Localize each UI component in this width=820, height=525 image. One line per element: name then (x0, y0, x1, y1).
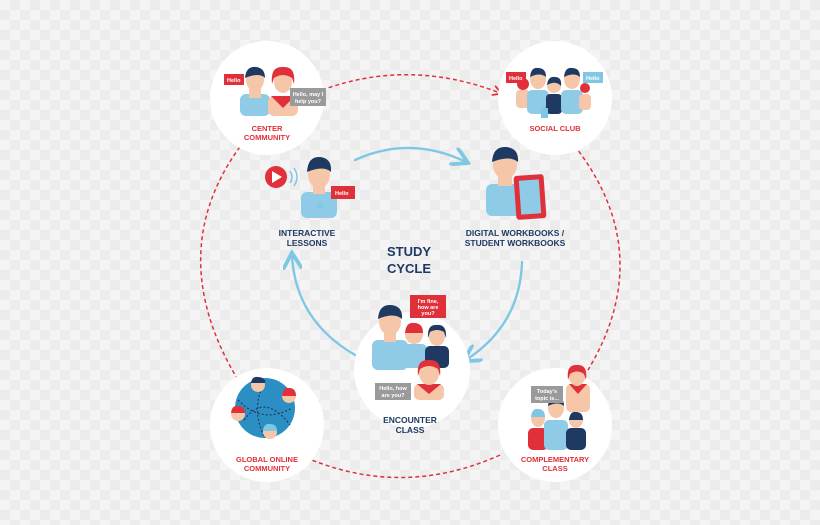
person-icon (414, 359, 444, 400)
global-online-label-line1: GLOBAL ONLINE (236, 455, 298, 464)
study-cycle-title-line1: STUDY (387, 244, 431, 259)
person-icon (425, 324, 449, 368)
workbooks-label-line1: DIGITAL WORKBOOKS / (466, 228, 565, 238)
speech-bubble: Hello (506, 72, 526, 83)
encounter-class-label-line2: CLASS (396, 425, 425, 435)
complementary-node: Today's topic is... COMPLEMENTARY CLASS (521, 364, 590, 473)
complementary-label-line1: COMPLEMENTARY (521, 455, 589, 464)
global-online-label-line2: COMMUNITY (244, 464, 290, 473)
person-icon (301, 156, 337, 218)
arrow-workbooks-to-encounter (466, 260, 524, 360)
teacher-icon (566, 364, 590, 412)
bubble-text: topic is... (535, 396, 559, 402)
bubble-text: help you? (295, 99, 322, 105)
connector-global-to-center (199, 139, 246, 381)
person-icon (372, 304, 408, 370)
tablet-icon (513, 174, 547, 220)
workbooks-step: DIGITAL WORKBOOKS / STUDENT WORKBOOKS (465, 146, 566, 248)
speech-bubble: Hello (583, 72, 603, 83)
bubble-text: are you? (382, 393, 406, 399)
bubble-text: Hello (586, 76, 600, 82)
encounter-class-label-line1: ENCOUNTER (383, 415, 437, 425)
center-community-label-line1: CENTER (252, 124, 283, 133)
bubble-text: Hello, may I (293, 92, 324, 98)
bubble-text: Hello (227, 78, 241, 84)
arrow-interactive-to-workbooks (353, 146, 466, 162)
connector-social-to-complementary (569, 139, 621, 371)
students-group-icon (528, 396, 586, 450)
bubble-text: Hello (335, 191, 349, 197)
person-icon (401, 322, 427, 368)
speech-bubble: Hello, may I help you? (290, 88, 326, 106)
bubble-text: Hello, how (379, 386, 407, 392)
complementary-label-line2: CLASS (542, 464, 567, 473)
interactive-lessons-step: Hello INTERACTIVE LESSONS (265, 156, 355, 248)
globe-network-icon (231, 376, 296, 439)
speech-bubble: I'm fine, how are you? (410, 295, 446, 318)
study-cycle-title-line2: CYCLE (387, 261, 431, 276)
drink-cup-icon (541, 100, 550, 118)
connector-complementary-to-global (299, 454, 501, 479)
global-online-node: GLOBAL ONLINE COMMUNITY (231, 376, 298, 473)
interactive-lessons-label-line2: LESSONS (287, 238, 328, 248)
bubble-text: you? (421, 311, 435, 317)
speech-bubble: Hello (331, 186, 355, 199)
bubble-text: Today's (537, 389, 557, 395)
bubble-text: I'm fine, (418, 299, 439, 305)
workbooks-label-line2: STUDENT WORKBOOKS (465, 238, 566, 248)
arrow-encounter-to-interactive (292, 255, 357, 357)
outer-dashed-cycle (199, 74, 621, 479)
speech-bubble: Hello, how are you? (375, 383, 411, 400)
connector-center-to-social (321, 74, 500, 93)
speech-bubble: Hello (224, 74, 244, 85)
inner-cycle-arrows (292, 146, 524, 360)
person-icon (240, 66, 270, 116)
encounter-class-step: I'm fine, how are you? Hello, how are yo… (372, 295, 449, 435)
speech-bubble: Today's topic is... (531, 386, 563, 403)
social-club-label: SOCIAL CLUB (529, 124, 581, 133)
play-button-icon (265, 166, 298, 188)
center-community-node: Hello Hello, may I help you? CENTER COMM… (224, 66, 326, 142)
bubble-text: how are (418, 305, 439, 311)
bubble-text: Hello (509, 76, 523, 82)
center-community-label-line2: COMMUNITY (244, 133, 290, 142)
social-club-node: Hello Hello SOCIAL CLUB (506, 67, 603, 133)
interactive-lessons-label-line1: INTERACTIVE (279, 228, 336, 238)
